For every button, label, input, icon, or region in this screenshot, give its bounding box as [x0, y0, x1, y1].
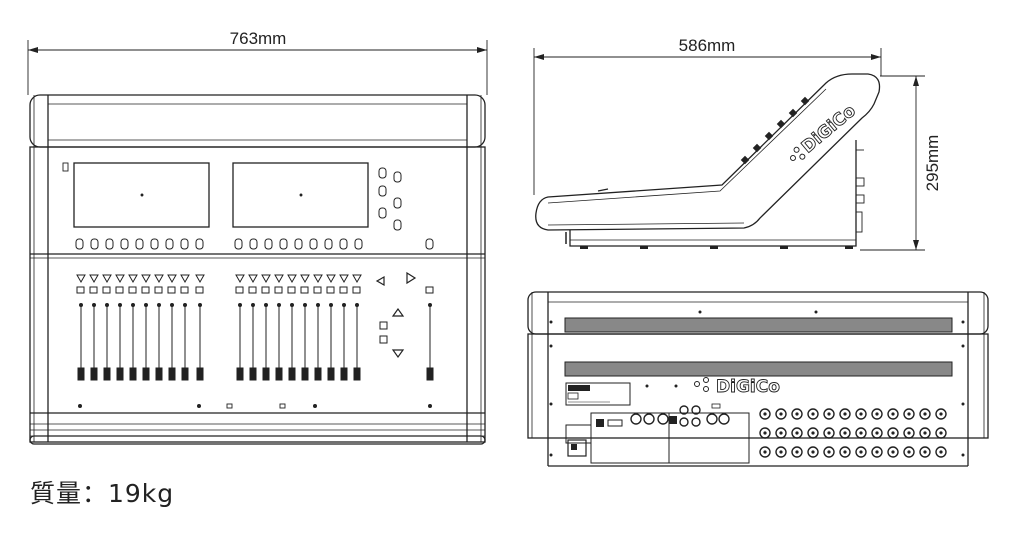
left-screen: [73, 162, 210, 228]
nav-up-arrow: [391, 307, 405, 317]
height-dimension: 295mm: [860, 75, 942, 251]
channel-buttons-left: [76, 274, 205, 294]
xlr-rows: [759, 408, 947, 458]
faders-left: [77, 303, 204, 381]
side-view: 586mm 295mm: [533, 36, 942, 251]
depth-dimension: 586mm: [533, 36, 882, 195]
height-label: 295mm: [923, 135, 942, 192]
nav-right-arrow: [406, 271, 417, 285]
rear-view: DiGiCo: [527, 291, 989, 467]
nav-down-arrow: [391, 349, 405, 359]
nav-left-arrow: [375, 275, 385, 287]
svg-text:DiGiCo: DiGiCo: [716, 377, 780, 397]
vent-grille-top: [564, 317, 953, 333]
vent-grille-mid: [564, 361, 953, 377]
width-label: 763mm: [230, 29, 287, 48]
master-fader: [426, 303, 434, 381]
channel-buttons-right: [235, 274, 362, 294]
encoder-row-right: [234, 238, 363, 250]
weight-label: 質量：19kg: [30, 479, 175, 508]
encoder-row-left: [75, 238, 204, 250]
width-dimension: 763mm: [27, 29, 488, 95]
front-view: 763mm: [27, 29, 488, 445]
faders-right: [236, 303, 361, 381]
power-inlet: [567, 439, 587, 457]
right-screen: [232, 162, 369, 228]
depth-label: 586mm: [679, 36, 736, 55]
encoder-column: [378, 167, 434, 250]
rear-logo: DiGiCo: [694, 377, 780, 397]
